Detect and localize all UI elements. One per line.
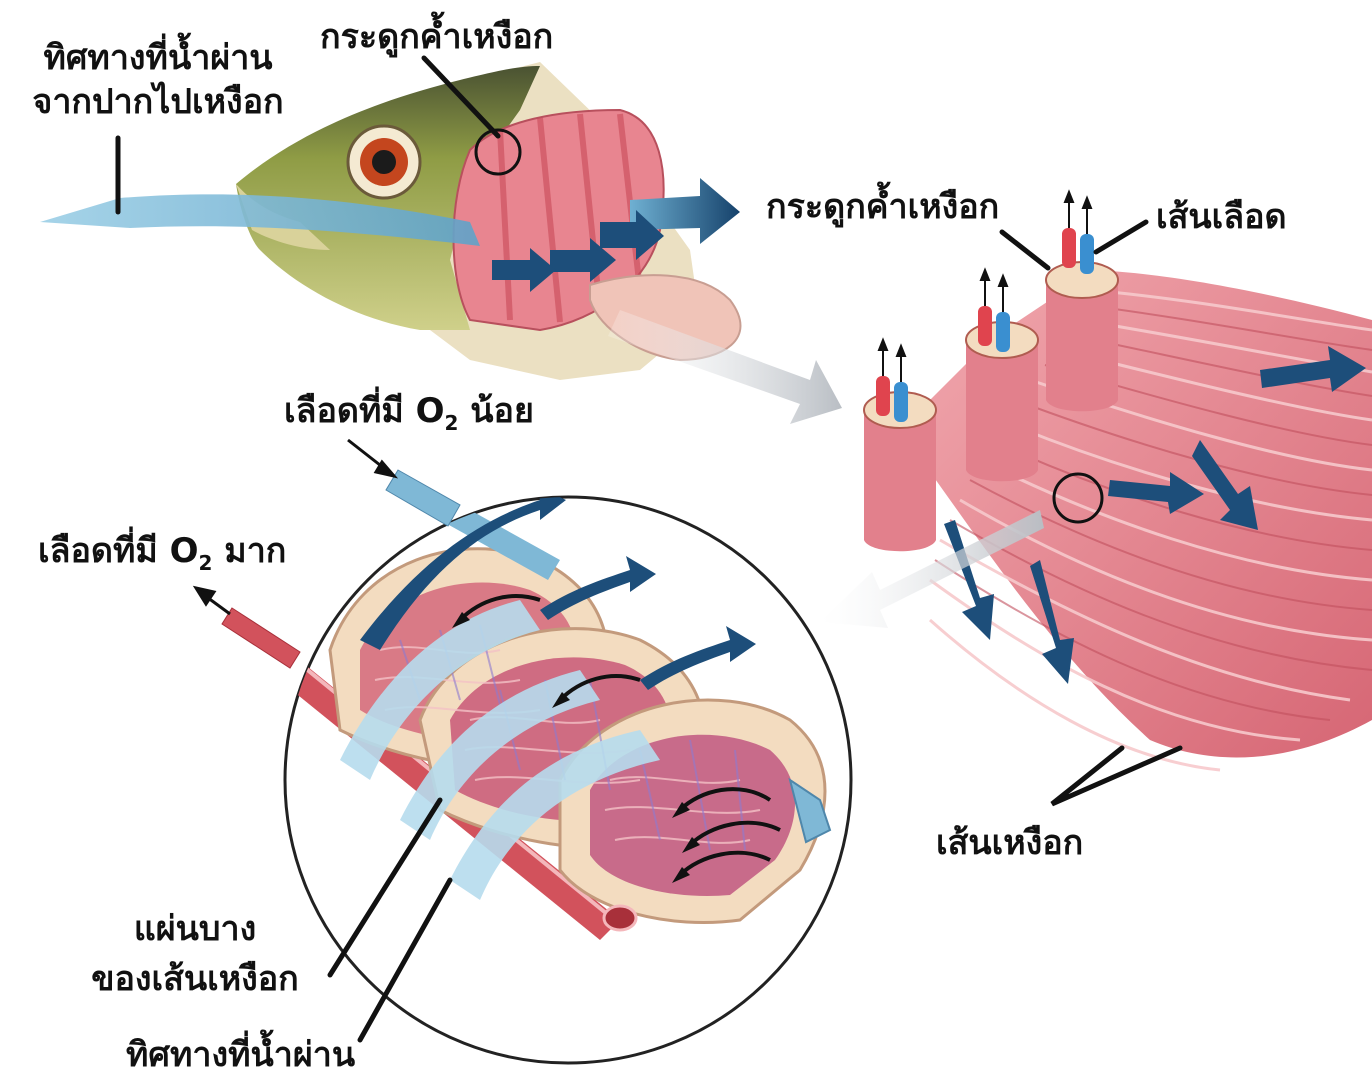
high-oxygen-subscript: 2 [199, 551, 213, 575]
gill-filaments [864, 192, 1372, 770]
gill-arch-label-top: กระดูกค้ำเหงือก [320, 16, 553, 58]
lamella-label-line2: ของเส้นเหงือก [60, 954, 330, 1004]
gill-filament-label: เส้นเหงือก [936, 822, 1083, 864]
low-oxygen-prefix: เลือดที่มี O [284, 391, 445, 431]
lamella-label: แผ่นบาง ของเส้นเหงือก [60, 904, 330, 1004]
gill-arch-label-right: กระดูกค้ำเหงือก [766, 186, 999, 228]
low-oxygen-blood-label: เลือดที่มี O2 น้อย [284, 390, 534, 444]
water-path-bottom-label: ทิศทางที่น้ำผ่าน [126, 1034, 355, 1076]
deoxygenated-vessel [386, 470, 460, 526]
low-oxygen-subscript: 2 [445, 411, 459, 435]
high-oxygen-blood-label: เลือดที่มี O2 มาก [38, 530, 286, 584]
water-path-from-mouth-line: ทิศทางที่น้ำผ่าน จากปากไปเหงือก [8, 36, 308, 124]
high-oxygen-suffix: มาก [212, 531, 286, 571]
lamella-label-line1: แผ่นบาง [60, 904, 330, 954]
oxygenated-vessel [222, 608, 300, 668]
blood-vessel-label: เส้นเลือด [1156, 196, 1287, 238]
low-oxygen-suffix: น้อย [458, 391, 533, 431]
water-path-from-mouth-label: ทิศทางที่น้ำผ่าน จากปากไปเหงือก [8, 36, 308, 124]
high-oxygen-prefix: เลือดที่มี O [38, 531, 199, 571]
